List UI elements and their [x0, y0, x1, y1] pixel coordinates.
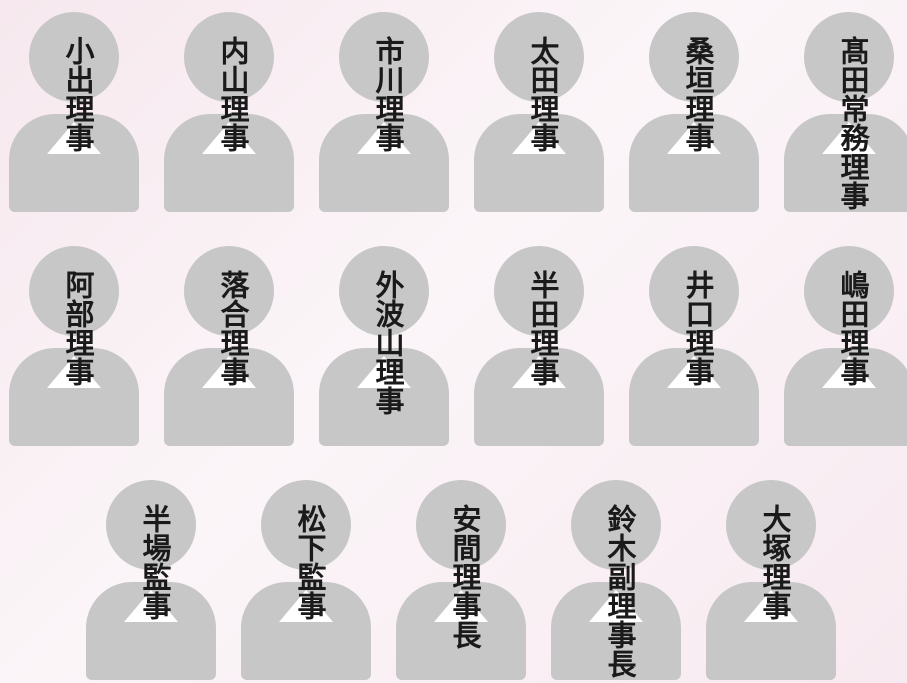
member-name: 小出理事 — [61, 36, 95, 152]
member-card: 大塚理事 — [706, 480, 836, 680]
person-head-icon — [804, 12, 894, 102]
member-name: 桑垣理事 — [681, 36, 715, 152]
member-card: 髙田常務理事 — [784, 12, 907, 212]
collar-icon — [667, 356, 721, 388]
person-head-icon — [649, 246, 739, 336]
collar-icon — [512, 356, 566, 388]
member-card: 小出理事 — [9, 12, 139, 212]
person-head-icon — [184, 246, 274, 336]
collar-icon — [357, 356, 411, 388]
person-head-icon — [29, 246, 119, 336]
member-card: 半田理事 — [474, 246, 604, 446]
member-name: 井口理事 — [681, 270, 715, 386]
person-head-icon — [804, 246, 894, 336]
member-name: 松下監事 — [293, 504, 327, 620]
member-name: 髙田常務理事 — [836, 36, 870, 210]
member-card: 松下監事 — [241, 480, 371, 680]
person-head-icon — [571, 480, 661, 570]
collar-icon — [434, 590, 488, 622]
collar-icon — [822, 122, 876, 154]
person-head-icon — [726, 480, 816, 570]
member-card: 落合理事 — [164, 246, 294, 446]
member-name: 半田理事 — [526, 270, 560, 386]
member-card: 外波山理事 — [319, 246, 449, 446]
collar-icon — [202, 356, 256, 388]
member-card: 嶋田理事 — [784, 246, 907, 446]
collar-icon — [47, 356, 101, 388]
member-name: 嶋田理事 — [836, 270, 870, 386]
person-head-icon — [339, 246, 429, 336]
collar-icon — [589, 590, 643, 622]
person-head-icon — [184, 12, 274, 102]
collar-icon — [47, 122, 101, 154]
collar-icon — [822, 356, 876, 388]
member-card: 阿部理事 — [9, 246, 139, 446]
collar-icon — [124, 590, 178, 622]
member-name: 阿部理事 — [61, 270, 95, 386]
member-name: 落合理事 — [216, 270, 250, 386]
member-name: 外波山理事 — [371, 270, 405, 415]
collar-icon — [667, 122, 721, 154]
collar-icon — [744, 590, 798, 622]
person-head-icon — [261, 480, 351, 570]
collar-icon — [279, 590, 333, 622]
member-card: 井口理事 — [629, 246, 759, 446]
member-card: 桑垣理事 — [629, 12, 759, 212]
collar-icon — [512, 122, 566, 154]
collar-icon — [357, 122, 411, 154]
member-name: 太田理事 — [526, 36, 560, 152]
member-card: 市川理事 — [319, 12, 449, 212]
member-card: 太田理事 — [474, 12, 604, 212]
member-name: 大塚理事 — [758, 504, 792, 620]
member-card: 安間理事長 — [396, 480, 526, 680]
member-card: 鈴木副理事長 — [551, 480, 681, 680]
member-name: 市川理事 — [371, 36, 405, 152]
person-head-icon — [339, 12, 429, 102]
person-head-icon — [106, 480, 196, 570]
person-head-icon — [649, 12, 739, 102]
member-card: 半場監事 — [86, 480, 216, 680]
person-head-icon — [494, 246, 584, 336]
member-card: 内山理事 — [164, 12, 294, 212]
collar-icon — [202, 122, 256, 154]
member-name: 安間理事長 — [448, 504, 482, 649]
person-head-icon — [29, 12, 119, 102]
person-head-icon — [494, 12, 584, 102]
person-head-icon — [416, 480, 506, 570]
member-name: 半場監事 — [138, 504, 172, 620]
member-name: 内山理事 — [216, 36, 250, 152]
member-name: 鈴木副理事長 — [603, 504, 637, 678]
